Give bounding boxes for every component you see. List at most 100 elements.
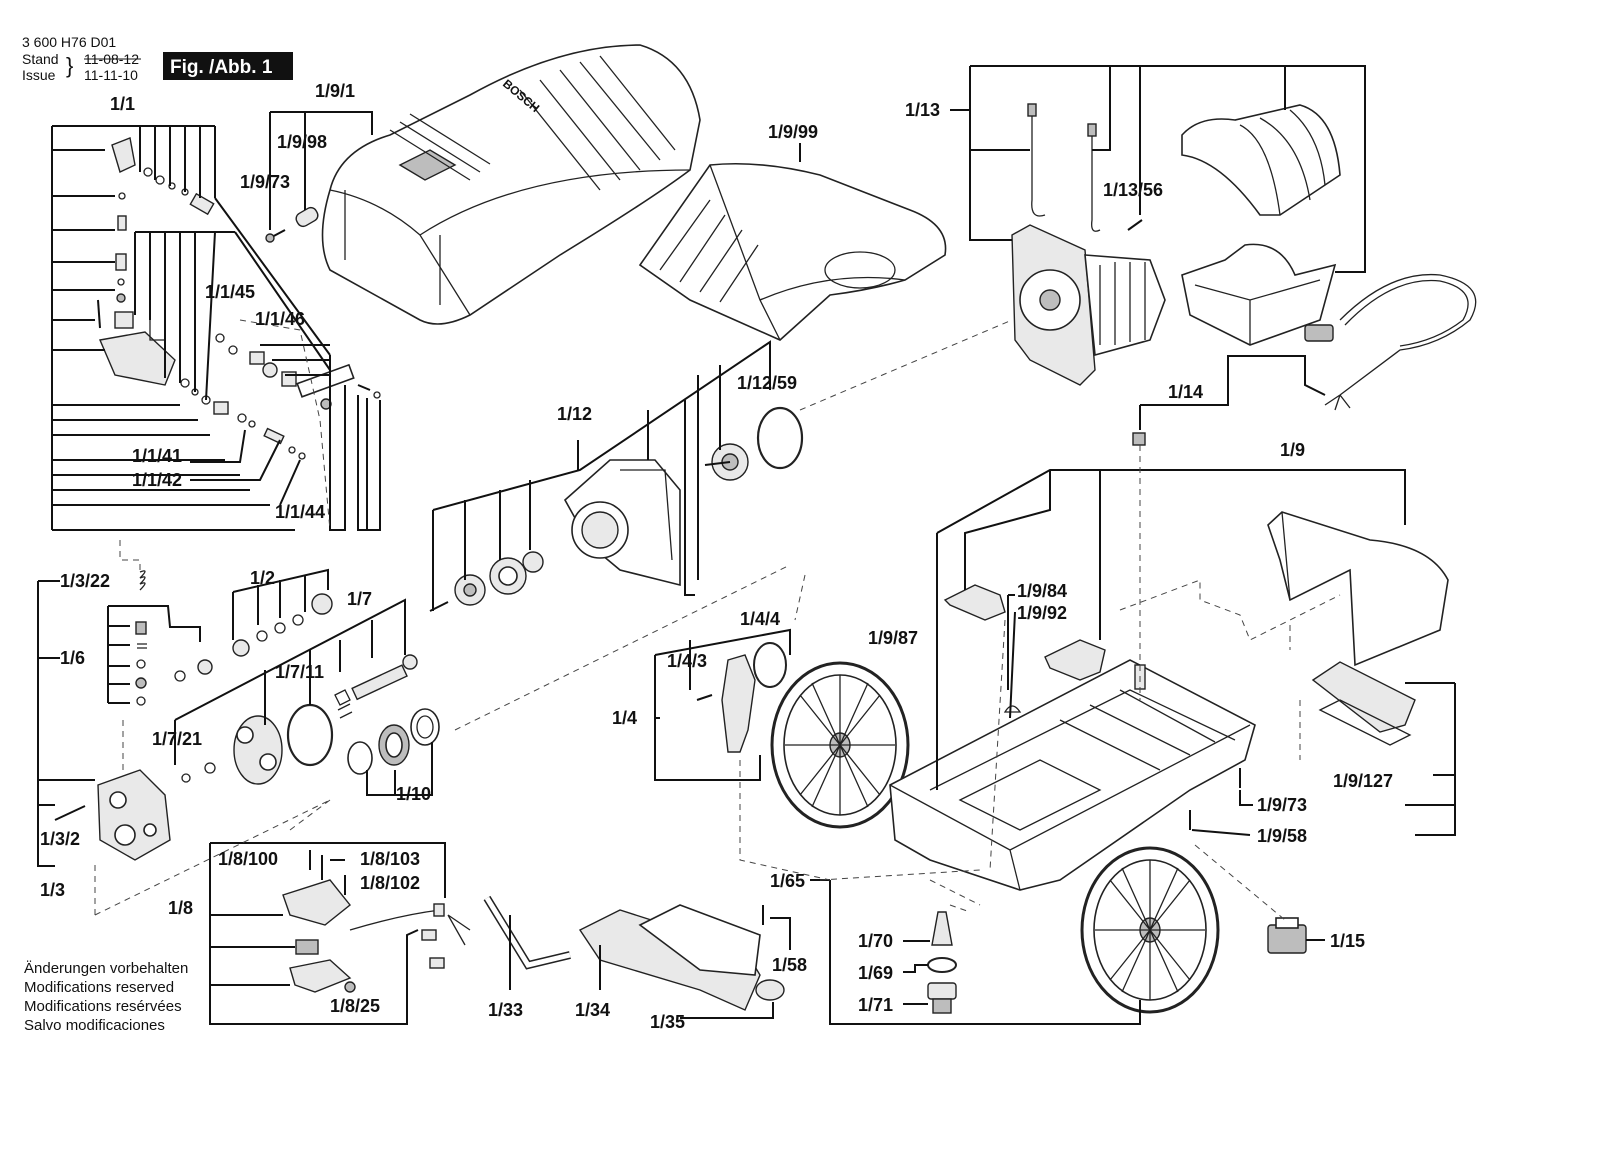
clip-1-9-92 [1044, 639, 1106, 681]
spring-1-3-22 [139, 570, 146, 591]
callout-1-1: 1/1 [110, 94, 135, 114]
coupling-1-71 [927, 982, 957, 1014]
callout-1-65: 1/65 [770, 871, 805, 891]
callout-1-9-1: 1/9/1 [315, 81, 355, 101]
callout-1-2: 1/2 [250, 568, 275, 588]
note-line-es: Salvo modificaciones [24, 1017, 165, 1034]
callout-1-9-127: 1/9/127 [1333, 771, 1393, 791]
callout-1-9-84: 1/9/84 [1017, 581, 1067, 601]
seal-set-1-2 [174, 593, 333, 682]
assembly-axes [94, 319, 1341, 921]
gear-1-12-wheel [704, 443, 749, 481]
callout-1-9-92: 1/9/92 [1017, 603, 1067, 623]
callout-1-34: 1/34 [575, 1000, 610, 1020]
switch-bit-part [1132, 432, 1146, 446]
tray-1-34 [578, 904, 761, 1011]
callout-1-1-46: 1/1/46 [255, 309, 305, 329]
callout-1-4: 1/4 [612, 708, 637, 728]
switch-box-1-8 [282, 850, 471, 993]
motor-upper-cover [1181, 104, 1341, 216]
callout-1-33: 1/33 [488, 1000, 523, 1020]
note-line-de: Änderungen vorbehalten [24, 960, 188, 977]
callout-1-1-42: 1/1/42 [132, 470, 182, 490]
callout-1-12-59: 1/12/59 [737, 373, 797, 393]
callout-1-9: 1/9 [1280, 440, 1305, 460]
callout-1-4-3: 1/4/3 [667, 651, 707, 671]
seal-rings-1-10 [347, 708, 440, 775]
rear-cover-1-9 [1267, 511, 1449, 667]
callout-1-1-41: 1/1/41 [132, 446, 182, 466]
callout-1-1-44: 1/1/44 [275, 502, 325, 522]
callout-1-35: 1/35 [650, 1012, 685, 1032]
callout-1-7-21: 1/7/21 [152, 729, 202, 749]
housing-part-1-9-99 [638, 162, 947, 341]
nozzle-1-70 [931, 911, 953, 946]
motor-assembly-1-13 [1011, 103, 1166, 386]
callout-1-9-73-top: 1/9/73 [240, 172, 290, 192]
modification-notes: Änderungen vorbehalten Modifications res… [24, 960, 188, 1034]
callout-1-58: 1/58 [772, 955, 807, 975]
callout-1-3: 1/3 [40, 880, 65, 900]
hose-connector-1-4 [696, 642, 787, 753]
callout-1-13: 1/13 [905, 100, 940, 120]
callout-1-15: 1/15 [1330, 931, 1365, 951]
top-cover-part: BOSCH [321, 44, 701, 325]
callout-1-3-22: 1/3/22 [60, 571, 110, 591]
o-ring-1-12-59 [756, 406, 804, 470]
motor-lower-cover [1181, 243, 1337, 346]
note-line-en: Modifications reserved [24, 979, 174, 996]
callout-1-3-2: 1/3/2 [40, 829, 80, 849]
callout-labels: 1/1 1/1/45 1/1/46 1/1/41 1/1/42 1/1/44 1… [40, 81, 1393, 1032]
screw-1-9-73 [265, 229, 286, 243]
switch-1-15 [1267, 917, 1307, 954]
clip-1-9-84 [943, 584, 1006, 621]
callout-1-1-45: 1/1/45 [205, 282, 255, 302]
callout-1-13-56: 1/13/56 [1103, 180, 1163, 200]
callout-1-7: 1/7 [347, 589, 372, 609]
sleeve-1-9-98 [295, 206, 319, 228]
ring-1-69 [927, 957, 957, 973]
inlet-connector-group-1-1 [97, 137, 381, 460]
callout-1-14: 1/14 [1168, 382, 1203, 402]
callout-1-9-58: 1/9/58 [1257, 826, 1307, 846]
piston-set-1-7 [181, 654, 418, 785]
filter-1-9-127 [1311, 661, 1416, 746]
callout-1-8: 1/8 [168, 898, 193, 918]
hook-1-9-92 [1003, 705, 1022, 713]
callout-1-9-73-right: 1/9/73 [1257, 795, 1307, 815]
valve-group-1-6 [135, 621, 147, 706]
callout-1-9-98: 1/9/98 [277, 132, 327, 152]
callout-1-8-100: 1/8/100 [218, 849, 278, 869]
stand-label: Stand [22, 51, 59, 67]
base-frame-1-9 [889, 659, 1256, 891]
issue-date: 11-11-10 [84, 67, 138, 83]
power-cord-1-14 [1304, 273, 1477, 411]
figure-label: Fig. /Abb. 1 [170, 57, 273, 78]
callout-1-8-103: 1/8/103 [360, 849, 420, 869]
callout-1-10: 1/10 [396, 784, 431, 804]
callout-1-9-87: 1/9/87 [868, 628, 918, 648]
callout-1-12: 1/12 [557, 404, 592, 424]
doc-number: 3 600 H76 D01 [22, 34, 116, 50]
callout-1-4-4: 1/4/4 [740, 609, 780, 629]
note-line-fr: Modifications resérvées [24, 998, 182, 1015]
callout-1-7-11: 1/7/11 [275, 662, 324, 682]
callout-1-6: 1/6 [60, 648, 85, 668]
wheel-right [1080, 846, 1220, 1014]
callout-1-69: 1/69 [858, 963, 893, 983]
plug-1-35 [755, 979, 785, 1001]
brace-glyph: } [66, 53, 73, 78]
bearing-set [429, 551, 544, 612]
pump-head-1-3 [54, 769, 171, 861]
pump-housing-1-12 [563, 459, 681, 587]
callout-1-9-99: 1/9/99 [768, 122, 818, 142]
issue-label: Issue [22, 67, 56, 83]
callout-1-8-102: 1/8/102 [360, 873, 420, 893]
wheel-left [770, 661, 910, 829]
pipe-1-33 [483, 895, 571, 970]
callout-1-71: 1/71 [858, 995, 893, 1015]
callout-1-8-25: 1/8/25 [330, 996, 380, 1016]
figure-label-box [163, 52, 293, 80]
